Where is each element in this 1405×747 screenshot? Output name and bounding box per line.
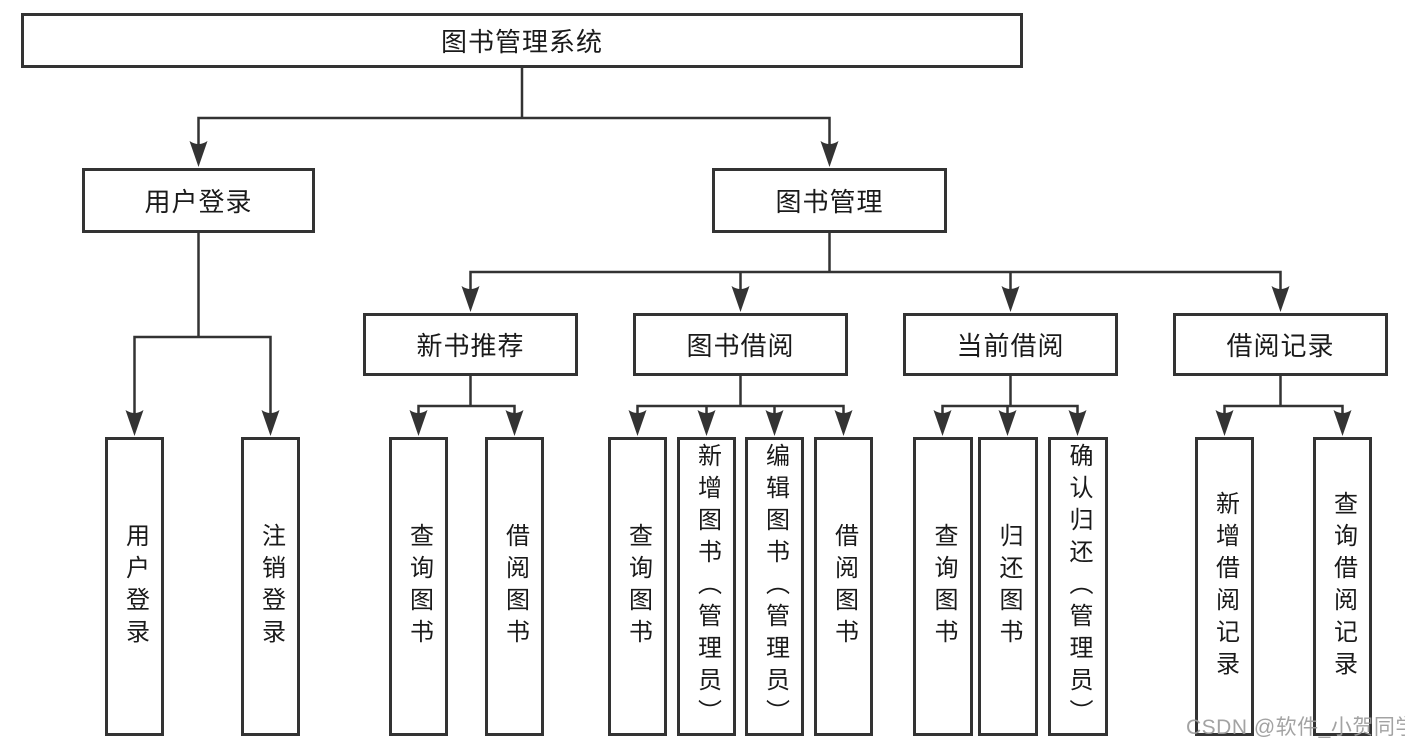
leaf-query-books-current-label: 查询图书 (930, 522, 957, 651)
leaf-logout: 注销登录 (241, 437, 300, 736)
leaf-add-book-admin: 新增图书（管理员） (677, 437, 736, 736)
leaf-query-books-borrow-label: 查询图书 (624, 522, 652, 651)
node-borrowing-records: 借阅记录 (1173, 313, 1388, 376)
leaf-return-books-label: 归还图书 (995, 522, 1022, 651)
leaf-query-books-recommend: 查询图书 (389, 437, 448, 736)
leaf-query-books-recommend-label: 查询图书 (405, 522, 433, 651)
node-book-borrowing: 图书借阅 (633, 313, 848, 376)
leaf-user-login-label: 用户登录 (121, 522, 149, 651)
csdn-watermark: CSDN @软件_小贺同学 (1186, 716, 1405, 739)
node-borrowing-records-label: 借阅记录 (1226, 331, 1335, 361)
leaf-add-book-admin-label: 新增图书（管理员） (693, 442, 721, 731)
leaf-query-books-borrow: 查询图书 (608, 437, 667, 736)
node-root: 图书管理系统 (21, 13, 1023, 68)
leaf-user-login: 用户登录 (105, 437, 164, 736)
leaf-logout-label: 注销登录 (257, 522, 285, 651)
connector-lines (133, 67, 1344, 414)
node-book-borrowing-label: 图书借阅 (686, 331, 795, 361)
node-current-borrowing: 当前借阅 (903, 313, 1118, 376)
leaf-borrow-books-recommend: 借阅图书 (485, 437, 544, 736)
leaf-return-books: 归还图书 (978, 437, 1038, 736)
leaf-borrow-books-label: 借阅图书 (830, 522, 858, 651)
leaf-add-borrow-record-label: 新增借阅记录 (1211, 490, 1239, 683)
leaf-query-borrow-record-label: 查询借阅记录 (1329, 490, 1357, 683)
leaf-edit-book-admin-label: 编辑图书（管理员） (761, 442, 789, 731)
leaf-query-books-current: 查询图书 (913, 437, 973, 736)
node-root-label: 图书管理系统 (440, 27, 603, 57)
leaf-confirm-return-admin-label: 确认归还（管理员） (1065, 442, 1092, 731)
node-new-book-recommend: 新书推荐 (363, 313, 578, 376)
leaf-query-borrow-record: 查询借阅记录 (1313, 437, 1372, 736)
leaf-borrow-books-recommend-label: 借阅图书 (501, 522, 529, 651)
node-book-management-label: 图书管理 (775, 187, 884, 217)
node-book-management: 图书管理 (712, 168, 947, 233)
node-current-borrowing-label: 当前借阅 (956, 331, 1065, 361)
node-user-login-label: 用户登录 (144, 187, 253, 217)
node-user-login: 用户登录 (82, 168, 315, 233)
node-new-book-recommend-label: 新书推荐 (416, 331, 525, 361)
leaf-edit-book-admin: 编辑图书（管理员） (745, 437, 804, 736)
leaf-borrow-books: 借阅图书 (814, 437, 873, 736)
leaf-confirm-return-admin: 确认归还（管理员） (1048, 437, 1108, 736)
leaf-add-borrow-record: 新增借阅记录 (1195, 437, 1254, 736)
